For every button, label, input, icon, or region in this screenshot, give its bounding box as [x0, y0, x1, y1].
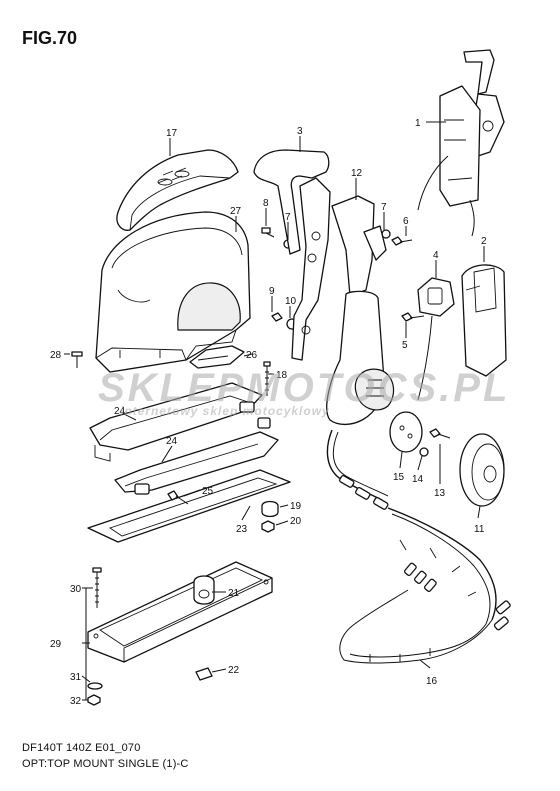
part-16-wiring-harness — [326, 429, 511, 664]
callout-7a: 7 — [285, 212, 291, 223]
callout-18: 18 — [276, 370, 288, 381]
part-15-grommet — [389, 411, 423, 453]
callout-22: 22 — [228, 665, 240, 676]
callout-6: 6 — [403, 216, 409, 227]
callout-30: 30 — [70, 584, 82, 595]
callout-32: 32 — [70, 696, 82, 707]
callout-21: 21 — [228, 588, 240, 599]
callout-7b: 7 — [381, 202, 387, 213]
part-11-cap-disc — [459, 433, 505, 507]
watermark-brand: SKLEPMOTOCS.PL — [98, 366, 511, 410]
leader-lines — [64, 121, 485, 701]
part-23-gasket — [87, 469, 291, 543]
callout-27: 27 — [230, 206, 242, 217]
callout-14: 14 — [412, 474, 424, 485]
part-1-remote-control-assy — [417, 49, 505, 237]
callout-16: 16 — [426, 676, 438, 687]
callout-2: 2 — [481, 236, 487, 247]
callout-15: 15 — [393, 472, 405, 483]
part-4-switch — [417, 277, 455, 401]
callout-5: 5 — [402, 340, 408, 351]
figure-caption: OPT:TOP MOUNT SINGLE (1)-C — [22, 758, 189, 770]
part-24-base-plate — [89, 382, 279, 495]
callout-25: 25 — [202, 486, 214, 497]
callout-4: 4 — [433, 250, 439, 261]
callout-9: 9 — [269, 286, 275, 297]
callout-28: 28 — [50, 350, 62, 361]
callout-3: 3 — [297, 126, 303, 137]
callout-10: 10 — [285, 296, 297, 307]
part-17-cover-cap — [116, 149, 239, 231]
callout-31: 31 — [70, 672, 82, 683]
part-29-base-frame — [87, 561, 273, 663]
part-22-small-clip — [195, 667, 213, 681]
watermark-tagline: internetowy sklep motocyklowy — [120, 404, 330, 418]
callout-12: 12 — [351, 168, 363, 179]
part-2-switch-housing — [461, 264, 507, 377]
figure-code: DF140T 140Z E01_070 — [22, 742, 141, 754]
callout-26: 26 — [246, 350, 258, 361]
part-12-lever-arm — [326, 195, 395, 425]
callout-11: 11 — [474, 524, 485, 535]
callout-19: 19 — [290, 501, 302, 512]
callout-24b: 24 — [166, 436, 178, 447]
callout-23: 23 — [236, 524, 248, 535]
callout-24a: 24 — [114, 406, 126, 417]
callout-labels: 17 3 27 12 1 2 4 8 7 7 6 9 10 5 28 26 18… — [50, 118, 487, 707]
callout-8: 8 — [263, 198, 269, 209]
callout-17: 17 — [166, 128, 178, 139]
part-26-bracket-plate — [189, 345, 245, 369]
callout-13: 13 — [434, 488, 446, 499]
part-3-shift-lever — [253, 149, 331, 361]
callout-1: 1 — [415, 118, 421, 129]
callout-20: 20 — [290, 516, 302, 527]
part-21-clip — [193, 575, 215, 605]
figure-title: FIG.70 — [22, 28, 78, 48]
callout-29: 29 — [50, 639, 62, 650]
part-27-main-cover — [95, 211, 251, 373]
